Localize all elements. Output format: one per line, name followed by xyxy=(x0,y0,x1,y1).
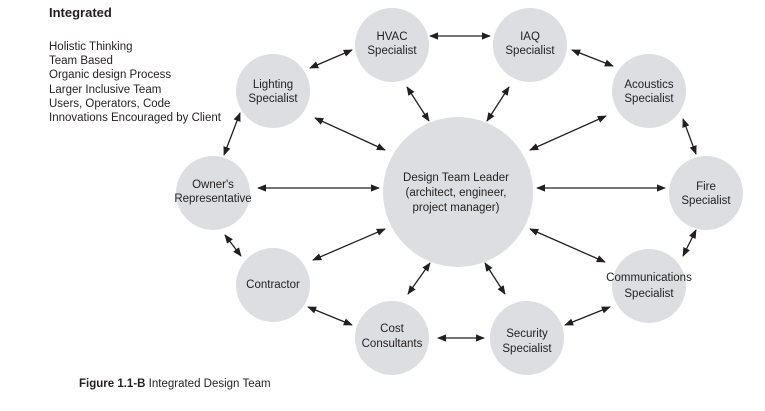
node-label: Security xyxy=(506,328,548,340)
trait-item: Team Based xyxy=(49,55,113,68)
arrow-security-leader xyxy=(484,262,506,295)
node-label: Acoustics xyxy=(624,79,673,91)
arrow-leader-communications xyxy=(529,228,606,263)
node-label: project manager) xyxy=(413,202,500,214)
node-label: Contractor xyxy=(246,279,300,291)
trait-item: Innovations Encouraged by Client xyxy=(49,112,221,125)
node-lighting: Lighting Specialist xyxy=(236,54,310,128)
node-label: Specialist xyxy=(502,343,552,355)
node-label: Communications xyxy=(606,272,692,284)
connections xyxy=(223,32,697,342)
node-contractor: Contractor xyxy=(236,248,310,322)
diagram-heading: Integrated xyxy=(49,5,112,20)
node-owner: Owner's Representative xyxy=(174,156,252,230)
node-label: Specialist xyxy=(505,45,555,57)
node-label: Cost xyxy=(380,323,404,335)
node-leader: Design Team Leader (architect, engineer,… xyxy=(383,117,533,267)
arrow-lighting-leader xyxy=(314,117,386,151)
node-label: Fire xyxy=(696,181,716,193)
arrow-hvac-leader xyxy=(406,86,430,122)
node-label: HVAC xyxy=(376,31,407,43)
node-label: Specialist xyxy=(624,93,674,105)
arrow-owner-contractor xyxy=(224,234,242,257)
traits-list: Holistic Thinking Team Based Organic des… xyxy=(49,40,221,125)
arrow-security-communications xyxy=(564,306,611,326)
node-iaq: IAQ Specialist xyxy=(493,8,567,82)
trait-item: Larger Inclusive Team xyxy=(49,83,162,96)
node-label: Specialist xyxy=(681,195,731,207)
trait-item: Organic design Process xyxy=(49,69,172,82)
node-label: Lighting xyxy=(253,79,293,91)
arrow-contractor-leader xyxy=(312,228,386,261)
figure-number: Figure 1.1-B xyxy=(79,378,146,390)
node-acoustics: Acoustics Specialist xyxy=(612,54,686,128)
arrow-acoustics-leader xyxy=(529,115,607,151)
node-hvac: HVAC Specialist xyxy=(355,8,429,82)
trait-item: Users, Operators, Code xyxy=(49,97,171,110)
node-communications: Communications Specialist xyxy=(606,249,692,323)
node-label: Specialist xyxy=(367,45,417,57)
arrow-acoustics-fire xyxy=(682,118,697,155)
figure-caption: Figure 1.1-B Integrated Design Team xyxy=(79,378,271,390)
node-label: Owner's xyxy=(192,179,234,191)
arrow-lighting-hvac xyxy=(309,49,353,69)
node-cost: Cost Consultants xyxy=(355,301,429,375)
node-label: Specialist xyxy=(624,288,674,300)
node-label: IAQ xyxy=(520,31,540,43)
node-fire: Fire Specialist xyxy=(669,156,743,230)
arrow-cost-leader xyxy=(407,262,431,295)
arrow-iaq-acoustics xyxy=(571,49,614,67)
node-label: Representative xyxy=(174,193,251,205)
node-security: Security Specialist xyxy=(490,301,564,375)
node-label: Consultants xyxy=(362,338,423,350)
node-label: Specialist xyxy=(248,93,298,105)
node-label: Design Team Leader xyxy=(403,172,509,184)
figure-title: Integrated Design Team xyxy=(148,378,271,390)
node-label: (architect, engineer, xyxy=(405,187,506,199)
arrow-iaq-leader xyxy=(486,86,510,122)
arrow-fire-communications xyxy=(682,229,697,257)
arrow-owner-lighting xyxy=(223,112,241,156)
arrow-contractor-cost xyxy=(307,306,353,326)
trait-item: Holistic Thinking xyxy=(49,41,133,53)
